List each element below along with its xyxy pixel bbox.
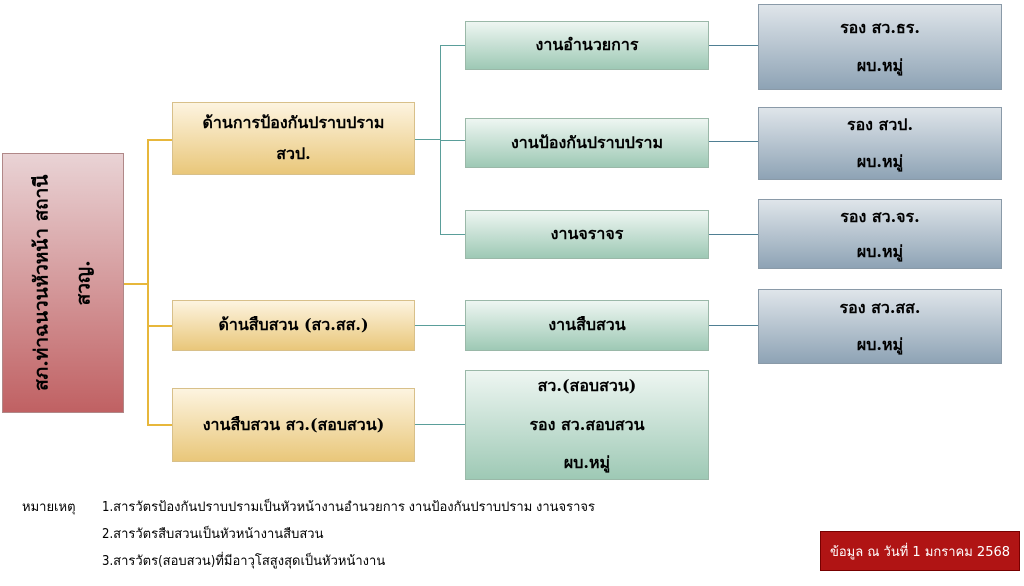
node-label: ผบ.หมู่ xyxy=(856,56,904,75)
node-deputy-admin: รอง สว.ธร. ผบ.หมู่ xyxy=(758,4,1002,90)
node-label: ด้านสืบสวน (สว.สส.) xyxy=(218,315,369,335)
connector xyxy=(709,45,758,46)
note-item: 1.สารวัตรป้องกันปราบปรามเป็นหัวหน้างานอำ… xyxy=(102,500,596,515)
connector xyxy=(147,139,149,426)
root-line1: สภ.ท่าฉนวนหัวหน้า สถานี xyxy=(30,174,53,392)
date-badge: ข้อมูล ณ วันที่ 1 มกราคม 2568 xyxy=(820,531,1020,571)
node-label: ผบ.หมู่ xyxy=(856,242,904,261)
notes-label: หมายเหตุ xyxy=(22,500,76,515)
node-label: รอง สว.สส. xyxy=(839,297,921,317)
node-label: งานสืบสวน xyxy=(548,315,626,335)
node-label: งานจราจร xyxy=(550,224,624,244)
node-label: ผบ.หมู่ xyxy=(856,334,904,354)
node-label: งานสืบสวน สว.(สอบสวน) xyxy=(202,414,385,434)
node-deputy-patrol: รอง สวป. ผบ.หมู่ xyxy=(758,107,1002,180)
node-inquiry: งานสืบสวน สว.(สอบสวน) xyxy=(172,388,415,462)
connector xyxy=(709,325,758,326)
root-node: สภ.ท่าฉนวนหัวหน้า สถานี สวญ. xyxy=(2,153,124,413)
node-investigation-work: งานสืบสวน xyxy=(465,300,709,351)
connector xyxy=(147,424,172,426)
node-label: ด้านการป้องกันปราบปราม xyxy=(202,113,385,133)
node-label: สวป. xyxy=(276,143,311,163)
node-investigation: ด้านสืบสวน (สว.สส.) xyxy=(172,300,415,351)
node-label: งานอำนวยการ xyxy=(535,35,639,55)
node-label: สว.(สอบสวน) xyxy=(537,376,637,396)
node-label: รอง สว.สอบสวน xyxy=(529,414,645,434)
node-label: รอง สวป. xyxy=(846,114,914,134)
connector xyxy=(440,234,465,235)
node-label: รอง สว.ธร. xyxy=(840,17,920,37)
connector xyxy=(147,139,172,141)
connector xyxy=(124,283,149,285)
connector xyxy=(415,325,465,326)
note-item: 3.สารวัตร(สอบสวน)ที่มีอาวุโสสูงสุดเป็นหั… xyxy=(102,554,386,569)
connector xyxy=(709,141,758,142)
root-line2: สวญ. xyxy=(72,260,95,306)
node-prevention: ด้านการป้องกันปราบปราม สวป. xyxy=(172,102,415,175)
note-item: 2.สารวัตรสืบสวนเป็นหัวหน้างานสืบสวน xyxy=(102,527,324,542)
connector xyxy=(440,140,465,141)
node-inquiry-staff: สว.(สอบสวน) รอง สว.สอบสวน ผบ.หมู่ xyxy=(465,370,709,480)
node-label: ผบ.หมู่ xyxy=(563,453,611,473)
node-label: งานป้องกันปราบปราม xyxy=(510,132,664,152)
connector xyxy=(415,139,441,140)
node-admin: งานอำนวยการ xyxy=(465,21,709,70)
connector xyxy=(440,45,465,46)
connector xyxy=(147,325,172,327)
node-label: รอง สว.จร. xyxy=(840,206,920,226)
connector xyxy=(709,234,758,235)
node-patrol: งานป้องกันปราบปราม xyxy=(465,118,709,168)
node-traffic: งานจราจร xyxy=(465,210,709,259)
node-deputy-investigation: รอง สว.สส. ผบ.หมู่ xyxy=(758,289,1002,364)
node-label: ผบ.หมู่ xyxy=(856,151,904,171)
connector xyxy=(415,424,465,425)
node-deputy-traffic: รอง สว.จร. ผบ.หมู่ xyxy=(758,199,1002,269)
